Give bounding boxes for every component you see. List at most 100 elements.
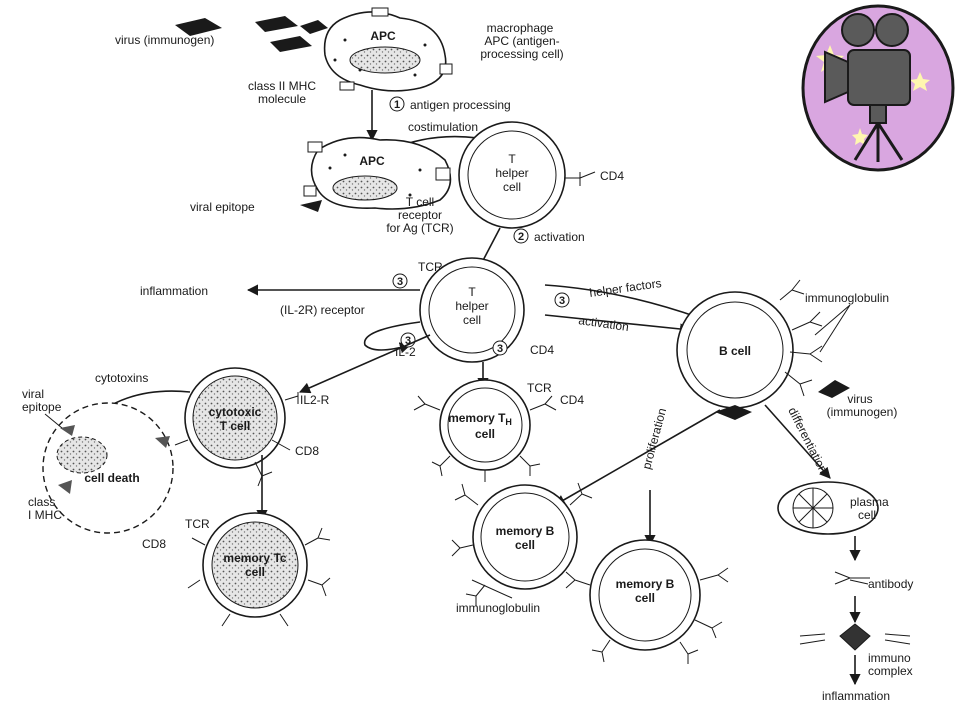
- step2-label: activation: [534, 230, 585, 244]
- th-top-label-1: T: [508, 152, 516, 166]
- viral-epitope-left-label-2: epitope: [22, 400, 62, 414]
- tcr-label-3: for Ag (TCR): [386, 221, 453, 235]
- memory-b-cell-1: memory B cell: [451, 482, 593, 606]
- antibody-label: antibody: [868, 577, 913, 591]
- costimulation-label: costimulation: [408, 120, 478, 134]
- class2-label-2: molecule: [258, 92, 306, 106]
- immuno-label-1: immuno: [868, 651, 911, 665]
- immunoglobulin-bottom-leader: [471, 579, 513, 599]
- cytotoxins-label: cytotoxins: [95, 371, 148, 385]
- viral-epitope-left-leader: [44, 413, 63, 429]
- plasma-label-1: plasma: [850, 495, 889, 509]
- th-center-label-3: cell: [463, 313, 481, 327]
- b-cell: B cell: [676, 279, 823, 420]
- arrow-helper-factors: [544, 284, 702, 320]
- arrow-to-mb1: [554, 409, 721, 506]
- immunoglobulin-top-label: immunoglobulin: [805, 291, 889, 305]
- step1-label: antigen processing: [410, 98, 511, 112]
- class1-label-2: I MHC: [28, 508, 62, 522]
- movie-camera-icon[interactable]: [801, 4, 955, 172]
- cell-death-label: cell death: [84, 471, 139, 485]
- apc-full-label-1: APC (antigen-: [484, 34, 559, 48]
- inflammation-bottom-label: inflammation: [822, 689, 890, 703]
- mth-label-sub: H: [505, 417, 512, 427]
- il2r-label: (IL-2R) receptor: [280, 303, 365, 317]
- apc-top-label: APC: [370, 29, 396, 43]
- inflammation-left-label: inflammation: [140, 284, 208, 298]
- mth-label-main: memory T: [448, 411, 506, 425]
- viral-epitope-left-label-1: viral: [22, 387, 44, 401]
- cd4-top-label: CD4: [600, 169, 624, 183]
- immunoglobulin-top-leader: [814, 304, 851, 353]
- tcr-label-2: receptor: [398, 208, 442, 222]
- activation-right-label: activation: [578, 313, 630, 334]
- tc-label-1: cytotoxic: [209, 405, 262, 419]
- virus-top-label: virus (immunogen): [115, 33, 214, 47]
- th-top-label-2: helper: [495, 166, 528, 180]
- il2-label: IL-2: [395, 345, 416, 359]
- tcr-center-label: TCR: [418, 260, 443, 274]
- step2-number: 2: [518, 231, 524, 243]
- th-center-label-1: T: [468, 285, 476, 299]
- proliferation-label: proliferation: [639, 407, 669, 471]
- antibody-shape: [834, 571, 870, 585]
- il2-loop-arrow: [363, 321, 421, 354]
- dying-cell: cell death: [42, 402, 174, 534]
- viral-epitope-mid-label: viral epitope: [190, 200, 255, 214]
- b-cell-label: B cell: [719, 344, 751, 358]
- tcr-mth-label: TCR: [527, 381, 552, 395]
- step1-number: 1: [394, 99, 400, 111]
- memory-th-cell: memory TH cell: [413, 379, 557, 482]
- step3-badge-center: [492, 340, 508, 356]
- cytotoxic-t-cell: cytotoxic T cell: [174, 367, 299, 487]
- step3-badge-left: [392, 273, 408, 289]
- apc-full-label-2: processing cell): [480, 47, 563, 61]
- cd8-left-label: CD8: [142, 537, 166, 551]
- plasma-cell: [777, 481, 879, 535]
- apc-mid-label: APC: [359, 154, 385, 168]
- mth-label-1: memory TH: [448, 411, 512, 427]
- tcr-mtc-label: TCR: [185, 517, 210, 531]
- immuno-label-2: complex: [868, 664, 913, 678]
- macrophage-label: macrophage: [487, 21, 554, 35]
- immunoglobulin-bottom-label: immunoglobulin: [456, 601, 540, 615]
- t-helper-top: T helper cell: [458, 121, 596, 229]
- step3-number-right: 3: [559, 295, 565, 307]
- virus-right-label-2: (immunogen): [827, 405, 898, 419]
- mb2-label-1: memory B: [616, 577, 675, 591]
- th-top-label-3: cell: [503, 180, 521, 194]
- class1-label-1: class: [28, 495, 55, 509]
- mb1-label-1: memory B: [496, 524, 555, 538]
- differentiation-label: differentiation: [785, 405, 830, 475]
- mb1-label-2: cell: [515, 538, 535, 552]
- virus-particles-top: [175, 16, 328, 52]
- class2-label-1: class II MHC: [248, 79, 316, 93]
- il2r-short-label: IL2-R: [300, 393, 330, 407]
- step2-badge: [513, 228, 529, 244]
- mtc-label-1: memory Tc: [223, 551, 286, 565]
- cd4-center-label: CD4: [530, 343, 554, 357]
- virus-right-label-1: virus: [847, 392, 872, 406]
- mth-label-2: cell: [475, 427, 495, 441]
- arrow-to-plasma: [764, 404, 831, 479]
- apc-middle: APC: [300, 136, 452, 212]
- tcr-label-1: T cell: [406, 195, 434, 209]
- plasma-label-2: cell: [858, 508, 876, 522]
- step3-number-il2: 3: [405, 335, 411, 347]
- memory-b-cell-2: memory B cell: [565, 539, 729, 664]
- t-helper-center: T helper cell: [419, 257, 525, 363]
- arrow-activation-b: [544, 314, 692, 335]
- cd8-right-label: CD8: [295, 444, 319, 458]
- mtc-label-2: cell: [245, 565, 265, 579]
- arrow-to-tc: [298, 334, 431, 394]
- step3-number-center: 3: [497, 343, 503, 355]
- tc-label-2: T cell: [220, 419, 251, 433]
- cd8-right-leader: [271, 439, 291, 451]
- cd4-mth-label: CD4: [560, 393, 584, 407]
- memory-tc-cell: memory Tc cell: [187, 512, 331, 627]
- th-center-label-2: helper: [455, 299, 488, 313]
- immune-complex: [799, 623, 911, 651]
- virus-right-particle: [818, 380, 850, 398]
